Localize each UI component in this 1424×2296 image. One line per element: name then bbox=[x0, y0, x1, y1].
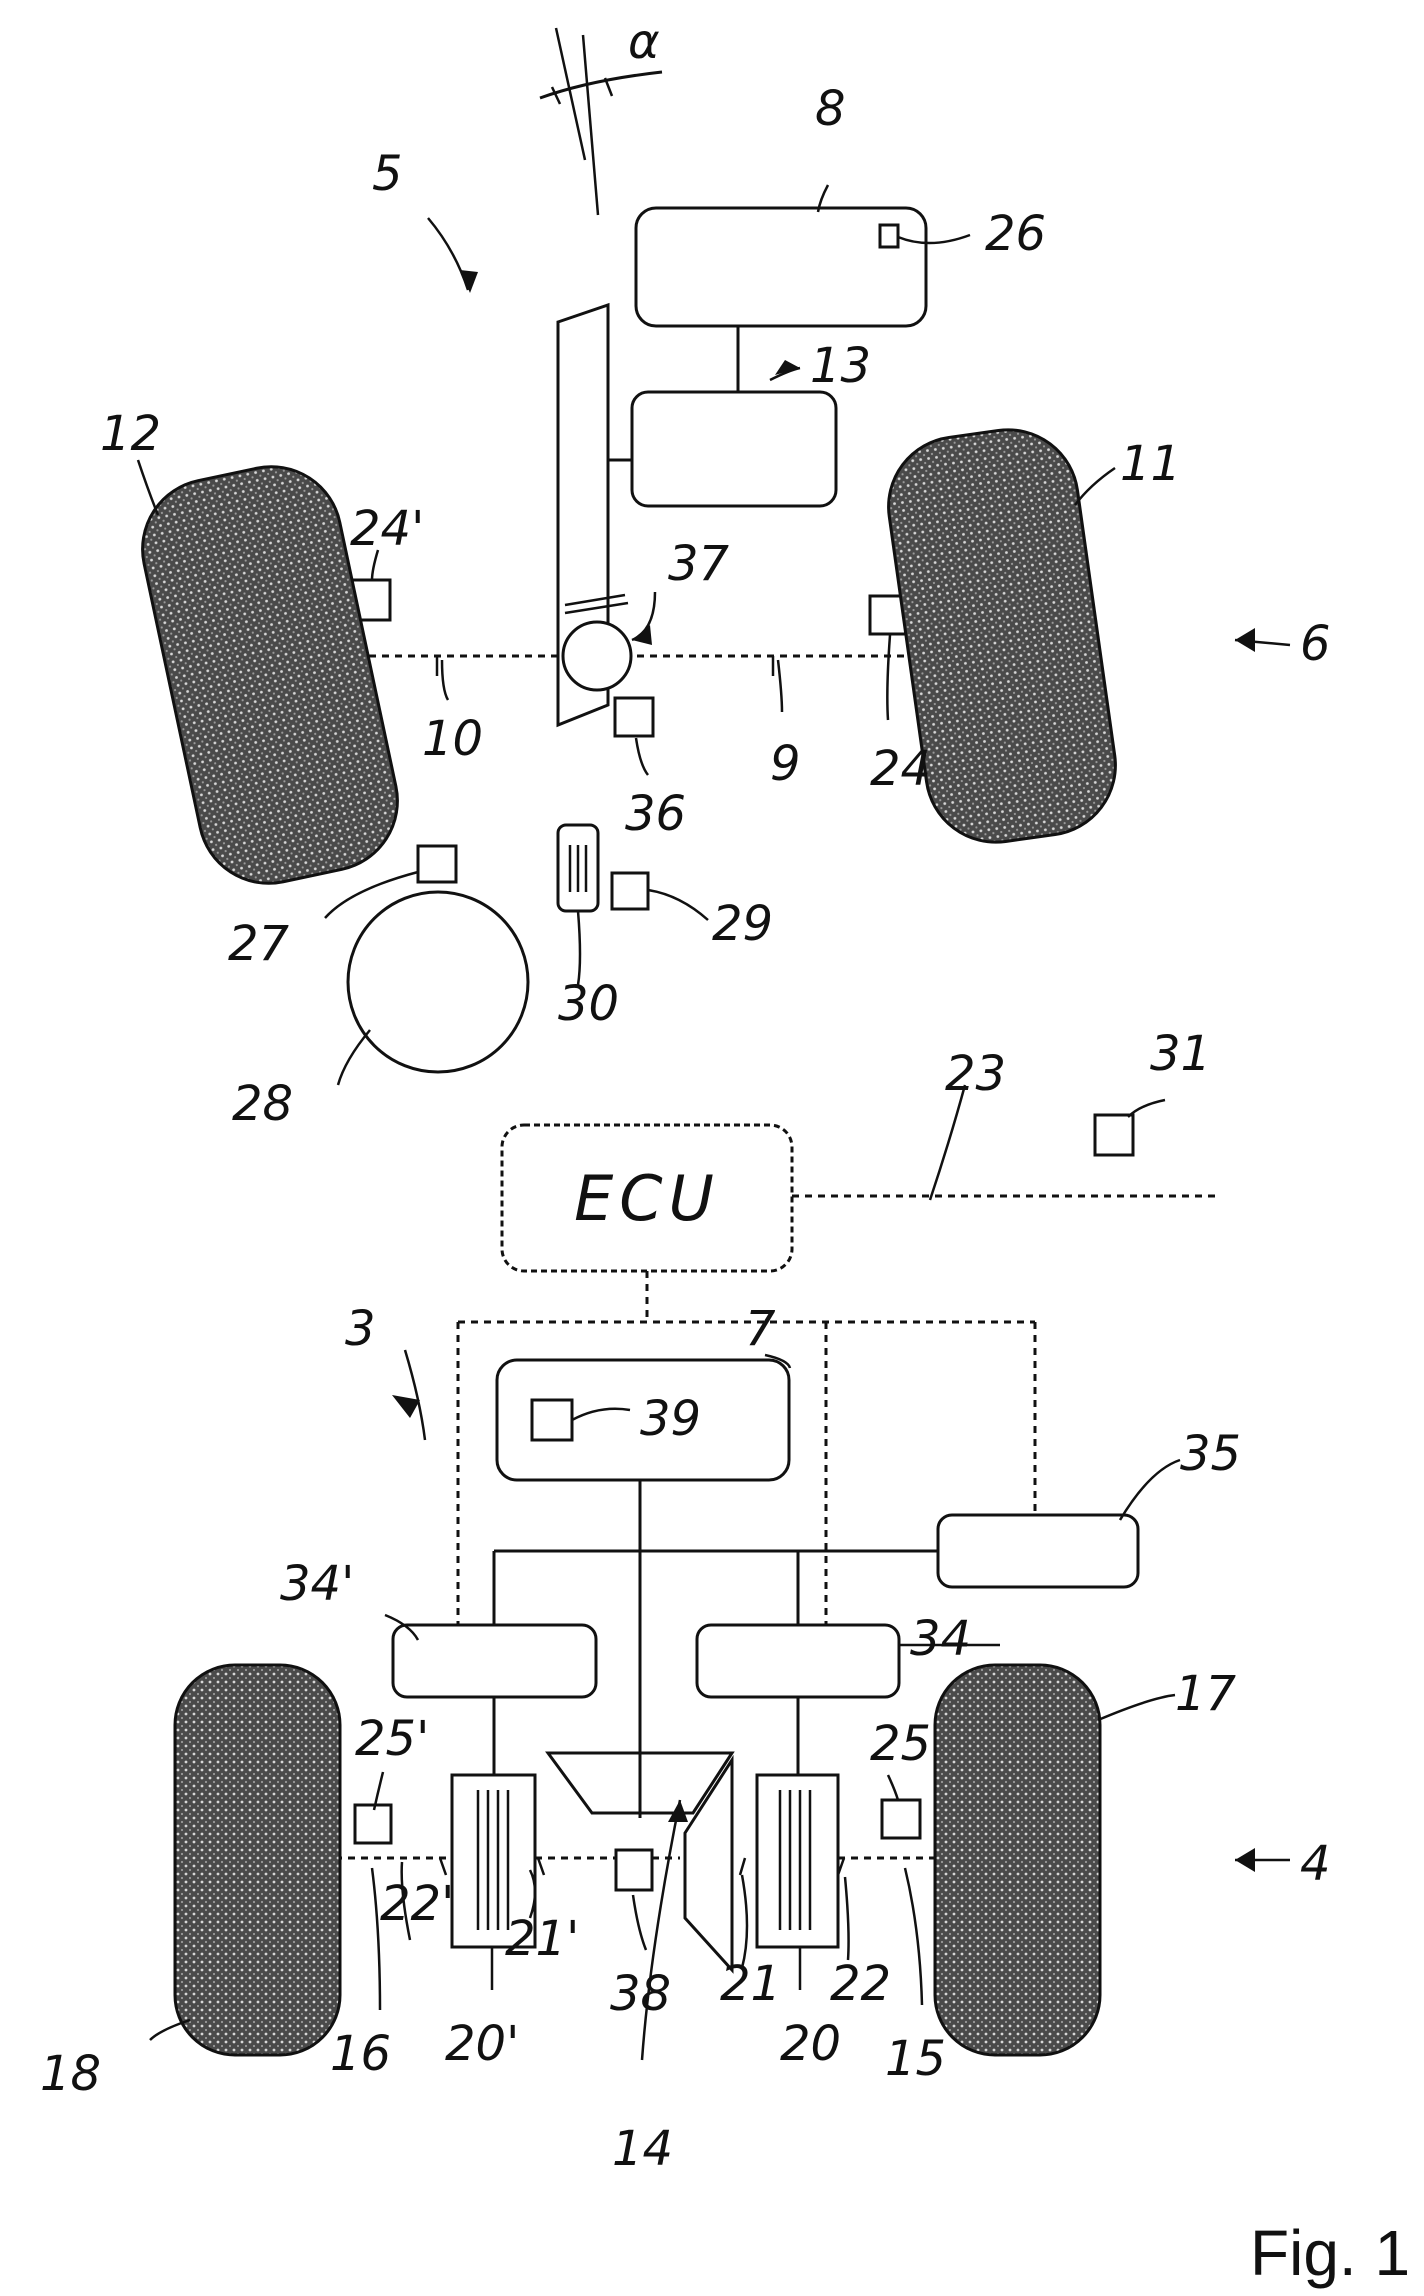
figure-label: Fig. 1 bbox=[1250, 2217, 1410, 2289]
ref-29: 29 bbox=[712, 896, 773, 952]
ref-20: 20 bbox=[780, 2016, 841, 2072]
ref-20-prime: 20' bbox=[445, 2016, 519, 2072]
ref-22: 22 bbox=[830, 1956, 891, 2012]
sensor-25-prime bbox=[355, 1805, 391, 1843]
ref-26: 26 bbox=[985, 206, 1046, 262]
ref-7: 7 bbox=[745, 1301, 776, 1357]
ecu-box: ECU bbox=[502, 1125, 792, 1271]
ref-38: 38 bbox=[610, 1966, 671, 2022]
steering-pinion-37 bbox=[563, 622, 631, 690]
ref-9: 9 bbox=[770, 736, 801, 792]
front-axle bbox=[330, 622, 925, 690]
steering-wheel-28 bbox=[348, 892, 528, 1072]
rear-left-tire-18 bbox=[175, 1665, 340, 2055]
unit-34-prime bbox=[393, 1625, 596, 1697]
ref-31: 31 bbox=[1150, 1026, 1211, 1082]
sensor-26 bbox=[880, 225, 898, 247]
ref-14: 14 bbox=[612, 2121, 673, 2177]
unit-34 bbox=[697, 1625, 899, 1697]
ref-34: 34 bbox=[910, 1611, 971, 1667]
ref-36: 36 bbox=[625, 786, 686, 842]
clutch-20 bbox=[757, 1775, 838, 1947]
rear-right-tire-17 bbox=[935, 1665, 1100, 2055]
unit-35 bbox=[938, 1515, 1138, 1587]
ref-22-prime: 22' bbox=[380, 1876, 454, 1932]
ref-34-prime: 34' bbox=[280, 1556, 354, 1612]
ecu-label: ECU bbox=[574, 1162, 720, 1235]
ref-21: 21 bbox=[720, 1956, 781, 2012]
sensor-36 bbox=[615, 698, 653, 736]
ref-18: 18 bbox=[40, 2046, 101, 2102]
ref-6: 6 bbox=[1300, 616, 1331, 672]
ref-16: 16 bbox=[330, 2026, 391, 2082]
ref-15: 15 bbox=[885, 2031, 946, 2087]
ref-25-prime: 25' bbox=[355, 1711, 429, 1767]
ref-35: 35 bbox=[1180, 1426, 1241, 1482]
gearbox-box-13 bbox=[632, 392, 836, 506]
ref-24: 24 bbox=[870, 741, 931, 797]
ref-25: 25 bbox=[870, 1716, 931, 1772]
ref-28: 28 bbox=[232, 1076, 293, 1132]
ref-5: 5 bbox=[372, 146, 403, 202]
ref-12: 12 bbox=[100, 406, 161, 462]
sensor-27 bbox=[418, 846, 456, 882]
angle-alpha-label: α bbox=[628, 14, 660, 70]
sensor-29 bbox=[612, 873, 648, 909]
ref-27: 27 bbox=[228, 916, 290, 972]
steering-angle-indicator: α bbox=[540, 14, 662, 215]
ref-4: 4 bbox=[1300, 1836, 1331, 1892]
sensor-31 bbox=[1095, 1115, 1133, 1155]
ref-39: 39 bbox=[640, 1391, 701, 1447]
ref-17: 17 bbox=[1175, 1666, 1237, 1722]
ref-11: 11 bbox=[1120, 436, 1181, 492]
ref-3: 3 bbox=[345, 1301, 376, 1357]
sensor-25 bbox=[882, 1800, 920, 1838]
sensor-38 bbox=[616, 1850, 652, 1890]
ref-13: 13 bbox=[810, 338, 871, 394]
ref-24-prime: 24' bbox=[350, 501, 424, 557]
sensor-39 bbox=[532, 1400, 572, 1440]
ref-37: 37 bbox=[668, 536, 730, 592]
ref-23: 23 bbox=[945, 1046, 1006, 1102]
ref-30: 30 bbox=[558, 976, 619, 1032]
ref-10: 10 bbox=[422, 711, 483, 767]
ref-8: 8 bbox=[815, 81, 846, 137]
ref-21-prime: 21' bbox=[505, 1911, 579, 1967]
